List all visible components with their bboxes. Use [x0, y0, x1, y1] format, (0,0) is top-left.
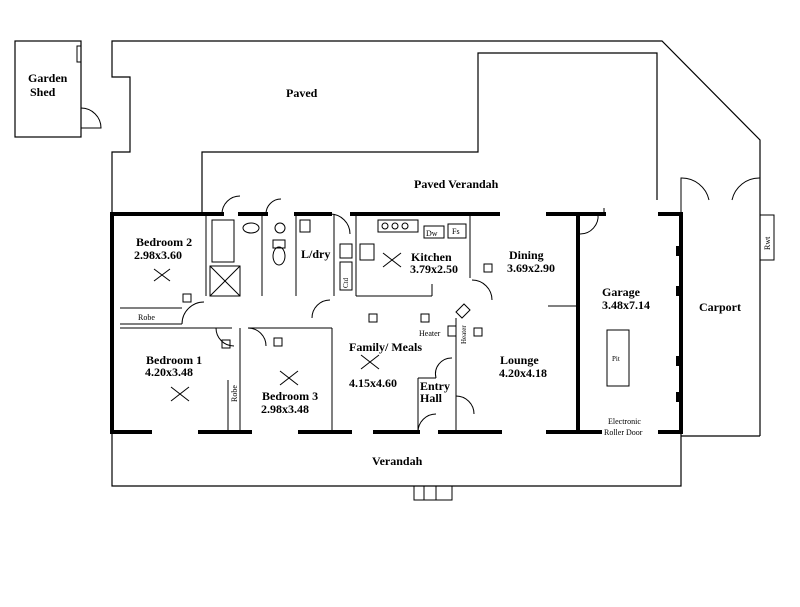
electronic-label-2: Roller Door — [604, 428, 643, 437]
garden-shed — [14, 40, 102, 138]
interior-walls — [120, 214, 578, 432]
verandah — [111, 432, 682, 501]
family-size: 4.15x4.60 — [349, 376, 397, 390]
light-fittings — [182, 263, 493, 349]
exterior-walls — [110, 212, 683, 434]
robe-side-label: Robe — [230, 385, 239, 402]
garden-shed-label-1: Garden — [28, 71, 68, 85]
lounge-name: Lounge — [500, 353, 539, 367]
heater-symbols — [447, 303, 471, 337]
garage-name: Garage — [602, 285, 641, 299]
bedroom1-name: Bedroom 1 — [146, 353, 202, 367]
entry-label-1: Entry — [420, 379, 450, 393]
pit-label: Pit — [612, 355, 620, 363]
ctd-label: Ctd — [342, 277, 350, 288]
doors — [181, 208, 605, 433]
family-name: Family/ Meals — [349, 340, 422, 354]
heater-label-1: Heater — [419, 329, 441, 338]
rwt-label: Rwt — [763, 236, 772, 250]
paved-verandah-label: Paved Verandah — [414, 177, 499, 191]
dining-size: 3.69x2.90 — [507, 261, 555, 275]
ldry-label: L/dry — [301, 247, 330, 261]
garage-pit — [606, 329, 630, 387]
garden-shed-label-2: Shed — [30, 85, 56, 99]
carport-label: Carport — [699, 300, 741, 314]
bedroom2-name: Bedroom 2 — [136, 235, 192, 249]
carport — [680, 177, 775, 437]
verandah-label: Verandah — [372, 454, 423, 468]
bedroom2-size: 2.98x3.60 — [134, 248, 182, 262]
garage-columns — [676, 246, 681, 402]
dining-name: Dining — [509, 248, 544, 262]
bedroom3-name: Bedroom 3 — [262, 389, 318, 403]
robe-top-label: Robe — [138, 313, 155, 322]
dw-label: Dw — [426, 229, 438, 238]
kitchen-size: 3.79x2.50 — [410, 262, 458, 276]
bedroom3-size: 2.98x3.48 — [261, 402, 309, 416]
bedroom1-size: 4.20x3.48 — [145, 365, 193, 379]
electronic-label-1: Electronic — [608, 417, 641, 426]
kitchen-name: Kitchen — [411, 250, 452, 264]
paved-label: Paved — [286, 86, 318, 100]
heater-label-2: Heater — [460, 325, 468, 344]
ceiling-fans — [153, 252, 402, 402]
garage-size: 3.48x7.14 — [602, 298, 650, 312]
bathroom-fixtures — [209, 195, 353, 297]
fs-label: Fs — [452, 227, 460, 236]
lounge-size: 4.20x4.18 — [499, 366, 547, 380]
kitchen-fixtures — [359, 219, 467, 261]
entry-label-2: Hall — [420, 391, 443, 405]
